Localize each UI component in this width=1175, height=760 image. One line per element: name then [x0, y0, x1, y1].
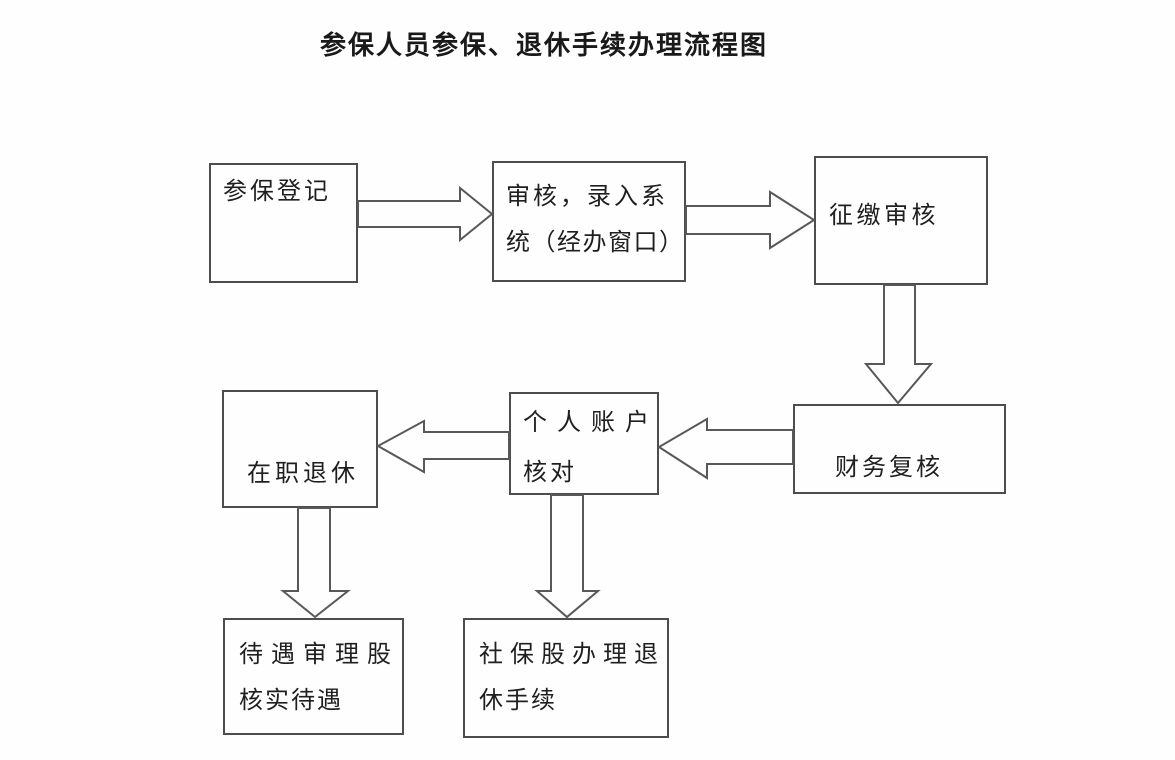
node-personal-account-check: 个人账户 核对	[509, 392, 659, 495]
arrow-down-account-to-socialsecurity-icon	[534, 494, 601, 619]
node-label-line2: 核实待遇	[239, 688, 343, 714]
node-label-line1: 审核，录入系	[506, 184, 668, 210]
arrow-left-account-to-retirement-icon	[375, 419, 510, 474]
diagram-title: 参保人员参保、退休手续办理流程图	[320, 31, 769, 60]
node-label: 参保登记	[223, 179, 331, 205]
node-label-line1: 社保股办理退	[479, 642, 665, 668]
arrow-down-retirement-to-benefit-icon	[280, 507, 351, 619]
node-benefit-review-section: 待遇审理股 核实待遇	[223, 618, 404, 735]
node-review-system-entry: 审核，录入系 统（经办窗口）	[492, 161, 686, 282]
arrow-down-collection-to-finance-icon	[863, 284, 934, 405]
node-label-line1: 待遇审理股	[239, 642, 399, 668]
node-label-line2: 统（经办窗口）	[506, 230, 685, 256]
node-enroll-registration: 参保登记	[209, 163, 358, 283]
node-label-line2: 休手续	[479, 688, 557, 714]
arrow-right-review-to-collection-icon	[685, 190, 816, 250]
node-in-service-retirement: 在职退休	[222, 390, 378, 508]
arrow-left-finance-to-account-icon	[657, 417, 794, 480]
node-label-line1: 个人账户	[523, 410, 659, 436]
node-social-security-section: 社保股办理退 休手续	[463, 618, 669, 738]
node-finance-recheck: 财务复核	[793, 404, 1006, 494]
node-collection-review: 征缴审核	[814, 156, 988, 285]
node-label: 在职退休	[247, 461, 359, 487]
arrow-right-enroll-to-review-icon	[357, 185, 494, 243]
node-label-line2: 核对	[523, 460, 577, 486]
node-label: 征缴审核	[829, 203, 939, 229]
node-label: 财务复核	[835, 455, 943, 481]
